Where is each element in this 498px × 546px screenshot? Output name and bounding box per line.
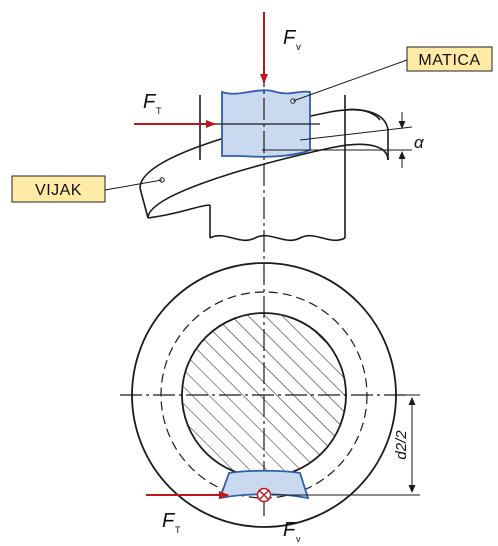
tangential-force-label-top: F T bbox=[143, 91, 162, 116]
matica-label: MATICA bbox=[418, 52, 480, 69]
force-symbol: F bbox=[143, 91, 157, 113]
force-symbol: F bbox=[283, 27, 297, 49]
force-subscript: v bbox=[296, 534, 301, 544]
axial-force-label-top: F v bbox=[283, 27, 301, 53]
helix-angle bbox=[262, 112, 413, 168]
force-subscript: v bbox=[296, 42, 301, 53]
angle-helix-line bbox=[299, 126, 413, 141]
d2-half-dimension bbox=[272, 394, 420, 496]
d2-half-label: d2/2 bbox=[393, 430, 410, 460]
vijak-label: VIJAK bbox=[35, 182, 82, 199]
matica-callout-box bbox=[406, 46, 493, 72]
force-subscript: T bbox=[175, 525, 181, 535]
matica-leader-line bbox=[292, 59, 408, 102]
thread-lower-edge bbox=[147, 143, 389, 219]
tangential-force-label-bottom: F T bbox=[162, 510, 181, 535]
force-subscript: T bbox=[156, 106, 162, 116]
thread-left-cap bbox=[139, 187, 149, 219]
axial-force-label-bottom: F v bbox=[283, 519, 301, 544]
force-point-marker bbox=[256, 487, 272, 503]
thread-underside bbox=[147, 204, 211, 219]
vijak-leader-line bbox=[104, 179, 163, 191]
thread-back-curve bbox=[344, 108, 381, 121]
vijak-callout-box bbox=[11, 175, 106, 203]
force-symbol: F bbox=[162, 510, 176, 532]
force-symbol: F bbox=[283, 519, 297, 541]
alpha-label: α bbox=[414, 133, 425, 152]
break-line-bottom bbox=[209, 234, 346, 242]
nut-segment-bottom bbox=[218, 469, 310, 500]
